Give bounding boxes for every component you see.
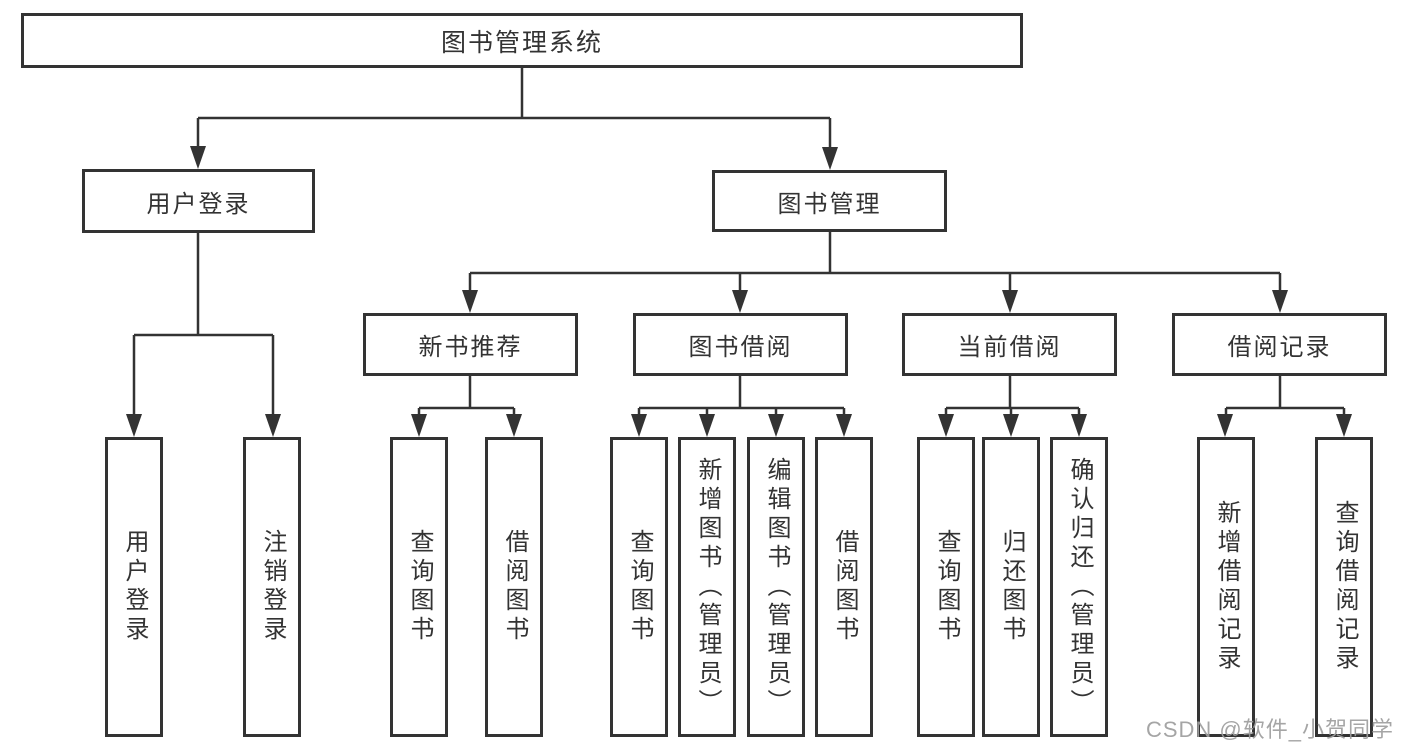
node-root-system-label: 图书管理系统 bbox=[440, 28, 603, 57]
node-borrowing-records: 借阅记录 bbox=[1172, 313, 1387, 376]
node-new-book-recommend-label: 新书推荐 bbox=[418, 334, 523, 361]
node-root-system: 图书管理系统 bbox=[21, 13, 1023, 68]
edge-borrow-to-children bbox=[637, 376, 846, 420]
leaf-query-book-recommend: 查询图书 bbox=[390, 437, 448, 737]
node-book-management: 图书管理 bbox=[712, 170, 947, 232]
leaf-logout-label: 注销登录 bbox=[259, 529, 286, 645]
leaf-confirm-return-admin-label: 确认归还（管理员） bbox=[1066, 456, 1093, 718]
leaf-add-book-admin: 新增图书（管理员） bbox=[678, 437, 736, 737]
node-book-borrowing: 图书借阅 bbox=[633, 313, 848, 376]
leaf-user-login-label: 用户登录 bbox=[121, 529, 148, 645]
arrowheads bbox=[126, 146, 1352, 437]
node-user-login: 用户登录 bbox=[82, 169, 315, 233]
edge-login-to-children bbox=[132, 233, 275, 420]
leaf-query-book-borrowing: 查询图书 bbox=[610, 437, 668, 737]
leaf-borrow-book-borrowing: 借阅图书 bbox=[815, 437, 873, 737]
leaf-borrow-book-borrowing-label: 借阅图书 bbox=[831, 529, 858, 645]
leaf-query-book-current-label: 查询图书 bbox=[933, 529, 960, 645]
leaf-query-book-current: 查询图书 bbox=[917, 437, 975, 737]
node-book-borrowing-label: 图书借阅 bbox=[688, 334, 793, 361]
leaf-user-login: 用户登录 bbox=[105, 437, 163, 737]
node-borrowing-records-label: 借阅记录 bbox=[1227, 334, 1332, 361]
leaf-return-book-label: 归还图书 bbox=[998, 529, 1025, 645]
leaf-add-borrow-record: 新增借阅记录 bbox=[1197, 437, 1255, 737]
node-current-borrowing-label: 当前借阅 bbox=[957, 334, 1062, 361]
leaf-borrow-book-recommend-label: 借阅图书 bbox=[501, 529, 528, 645]
leaf-confirm-return-admin: 确认归还（管理员） bbox=[1050, 437, 1108, 737]
edge-newbook-to-children bbox=[417, 376, 516, 420]
node-book-management-label: 图书管理 bbox=[777, 190, 882, 218]
leaf-add-book-admin-label: 新增图书（管理员） bbox=[694, 456, 721, 718]
leaf-return-book: 归还图书 bbox=[982, 437, 1040, 737]
csdn-watermark: CSDN @软件_小贺同学 bbox=[1145, 717, 1394, 742]
leaf-query-borrow-record: 查询借阅记录 bbox=[1315, 437, 1373, 737]
leaf-edit-book-admin: 编辑图书（管理员） bbox=[747, 437, 805, 737]
leaf-query-borrow-record-label: 查询借阅记录 bbox=[1331, 500, 1358, 674]
node-new-book-recommend: 新书推荐 bbox=[363, 313, 578, 376]
node-user-login-label: 用户登录 bbox=[146, 190, 251, 218]
leaf-borrow-book-recommend: 借阅图书 bbox=[485, 437, 543, 737]
leaf-add-borrow-record-label: 新增借阅记录 bbox=[1213, 500, 1240, 674]
leaf-query-book-borrowing-label: 查询图书 bbox=[626, 529, 653, 645]
leaf-logout: 注销登录 bbox=[243, 437, 301, 737]
node-current-borrowing: 当前借阅 bbox=[902, 313, 1117, 376]
leaf-query-book-recommend-label: 查询图书 bbox=[406, 529, 433, 645]
edge-bookmgmt-to-level3 bbox=[468, 232, 1282, 296]
leaf-edit-book-admin-label: 编辑图书（管理员） bbox=[763, 456, 790, 718]
edge-current-to-children bbox=[944, 376, 1081, 420]
edge-records-to-children bbox=[1224, 376, 1346, 420]
edge-root-to-level2 bbox=[196, 68, 832, 153]
